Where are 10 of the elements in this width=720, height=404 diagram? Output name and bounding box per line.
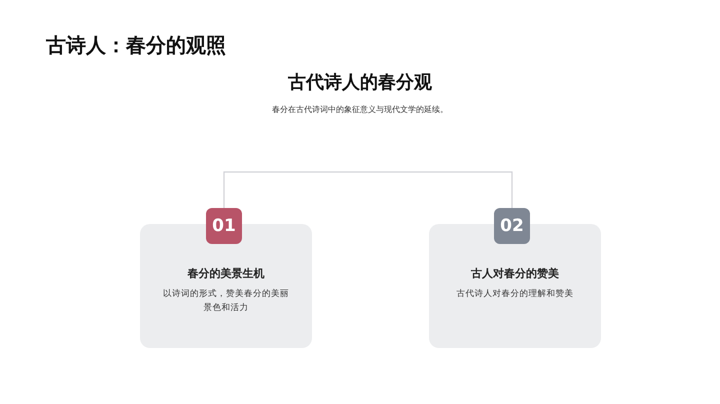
card-text: 古代诗人对春分的理解和赞美 bbox=[456, 288, 574, 301]
card-heading: 古人对春分的赞美 bbox=[470, 266, 560, 281]
page-title: 古诗人：春分的观照 bbox=[46, 32, 226, 59]
card-heading: 春分的美景生机 bbox=[186, 266, 266, 281]
subtitle: 春分在古代诗词中的象征意义与现代文学的延续。 bbox=[272, 105, 448, 114]
connector-line bbox=[223, 171, 513, 208]
card-text: 以诗词的形式，赞美春分的美丽景色和活力 bbox=[162, 288, 290, 315]
number-badge: 01 bbox=[206, 208, 242, 244]
heading: 古代诗人的春分观 bbox=[288, 72, 432, 93]
number-badge: 02 bbox=[494, 208, 530, 244]
